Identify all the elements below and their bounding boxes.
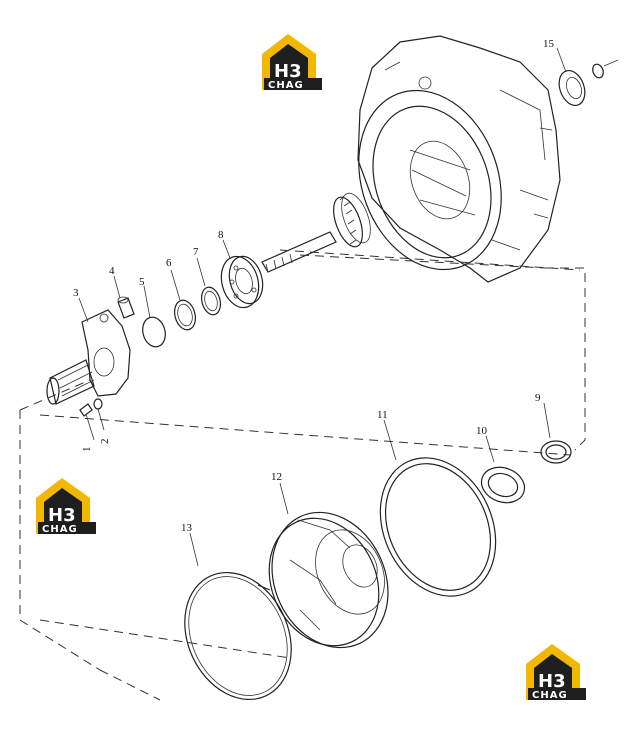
callout-4: 4 — [109, 265, 115, 277]
callout-8: 8 — [218, 229, 224, 241]
ring-5 — [142, 285, 166, 348]
logo-mark: H3 — [48, 505, 76, 526]
seal-9 — [540, 402, 572, 464]
callout-7: 7 — [193, 246, 199, 258]
snap-ring-7 — [196, 257, 222, 316]
shaft-gear — [261, 192, 371, 273]
logo-wordmark: CHAG — [268, 80, 304, 91]
logo-mark: H3 — [274, 61, 302, 82]
callout-15: 15 — [543, 38, 555, 50]
callout-9: 9 — [535, 392, 541, 404]
bearing-15 — [556, 47, 619, 107]
ring-10 — [480, 435, 526, 504]
snap-ring-13 — [184, 532, 292, 701]
ring-6 — [170, 269, 197, 331]
callout-labels: 1 2 3 4 5 6 7 8 9 10 11 12 13 15 — [73, 38, 555, 534]
logo-wordmark: CHAG — [532, 690, 568, 701]
washer-2 — [93, 398, 105, 431]
callout-10: 10 — [476, 425, 488, 437]
bolt-1 — [79, 403, 95, 441]
callout-11: 11 — [377, 409, 388, 421]
piston-12 — [268, 482, 389, 649]
callout-13: 13 — [181, 522, 193, 534]
pin-4 — [113, 275, 135, 319]
logo-mark: H3 — [538, 671, 566, 692]
assembly-boundary — [19, 249, 586, 701]
callout-1: 1 — [81, 447, 93, 453]
callout-12: 12 — [271, 471, 282, 483]
logo-wordmark: CHAG — [42, 524, 78, 535]
yoke-flange-3 — [46, 297, 131, 405]
callout-3: 3 — [73, 287, 79, 299]
callout-6: 6 — [166, 257, 172, 269]
callout-2: 2 — [99, 439, 111, 445]
seal-ring-11 — [379, 419, 497, 597]
brand-logo: H3 CHAG — [526, 644, 586, 701]
brand-logo: H3 CHAG — [36, 478, 96, 535]
callout-5: 5 — [139, 276, 145, 288]
bearing-8 — [220, 239, 264, 309]
transmission-housing — [357, 35, 561, 283]
brand-logo: H3 CHAG — [262, 34, 322, 91]
